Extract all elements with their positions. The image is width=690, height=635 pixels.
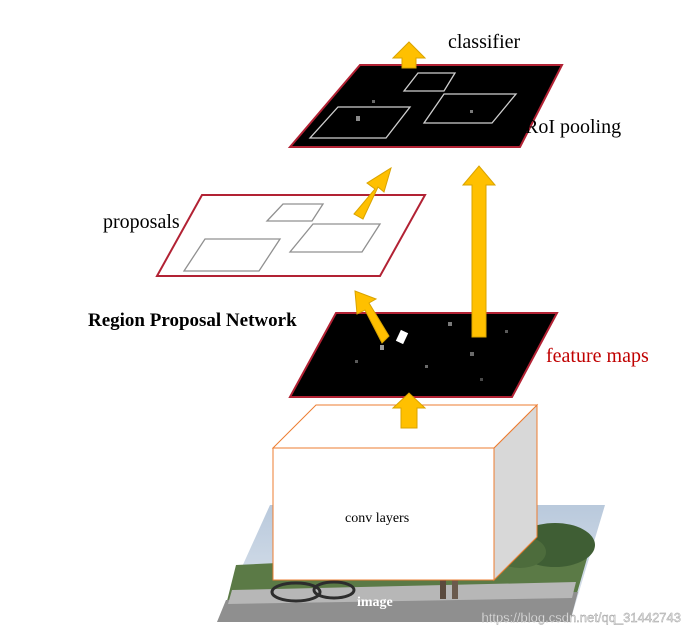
- proposal-box: [288, 223, 382, 253]
- image-label: image: [357, 595, 393, 610]
- conv-layers-box: [271, 403, 539, 582]
- roi-pooling-plane: [287, 64, 564, 148]
- arrow-up-conv-to-features: [391, 392, 427, 429]
- arrow-up-classifier: [391, 41, 427, 69]
- roi-pooling-label: RoI pooling: [525, 116, 621, 138]
- feature-map-plane: [288, 312, 559, 398]
- proposal-box: [182, 238, 282, 272]
- proposal-box: [265, 203, 325, 222]
- arrow-up-features-to-roi: [461, 165, 497, 338]
- roi-box: [402, 72, 457, 92]
- rpn-label: Region Proposal Network: [88, 310, 297, 331]
- roi-box: [308, 106, 412, 139]
- watermark-text: https://blog.csdn.net/qq_31442743: [482, 610, 682, 625]
- conv-layers-label: conv layers: [345, 511, 409, 526]
- classifier-label: classifier: [448, 31, 521, 53]
- arrow-diag-proposals-to-roi: [353, 166, 392, 220]
- feature-maps-label: feature maps: [546, 345, 649, 367]
- proposals-label: proposals: [103, 211, 180, 233]
- conv-box-front-face: [272, 447, 495, 581]
- roi-box: [422, 93, 518, 124]
- arrow-diag-rpn-to-proposals: [354, 290, 390, 344]
- proposals-plane: [155, 194, 427, 277]
